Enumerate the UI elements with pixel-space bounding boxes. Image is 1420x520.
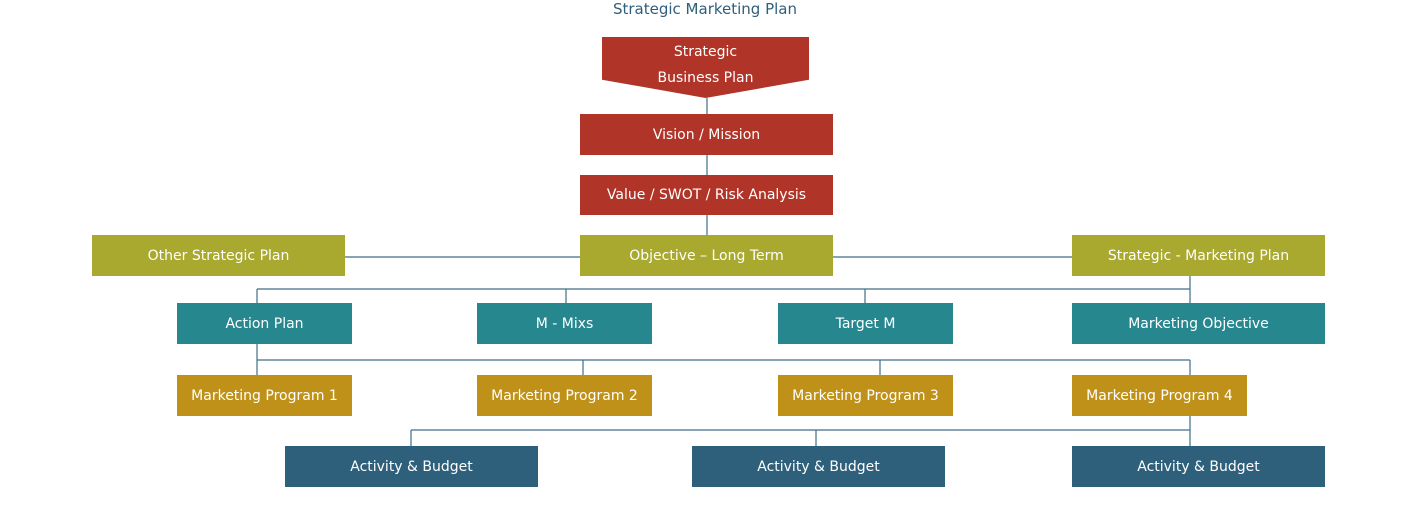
node-label: Strategic [673, 44, 738, 60]
node-activity-budget-3: Activity & Budget [1072, 446, 1325, 487]
node-label: Business Plan [657, 70, 754, 86]
node-target-m: Target M [778, 303, 953, 344]
node-action-plan: Action Plan [177, 303, 352, 344]
diagram-title: Strategic Marketing Plan [612, 0, 797, 18]
node-marketing-program-1: Marketing Program 1 [177, 375, 352, 416]
node-objective-long-term: Objective – Long Term [580, 235, 833, 276]
node-marketing-program-3: Marketing Program 3 [778, 375, 953, 416]
node-m-mixs: M - Mixs [477, 303, 652, 344]
node-other-strategic-plan: Other Strategic Plan [92, 235, 345, 276]
node-marketing-program-2: Marketing Program 2 [477, 375, 652, 416]
node-marketing-program-4: Marketing Program 4 [1072, 375, 1247, 416]
node-value-swot: Value / SWOT / Risk Analysis [580, 175, 833, 215]
node-vision-mission: Vision / Mission [580, 114, 833, 155]
node-strategic-marketing-plan: Strategic - Marketing Plan [1072, 235, 1325, 276]
node-marketing-objective: Marketing Objective [1072, 303, 1325, 344]
node-activity-budget-1: Activity & Budget [285, 446, 538, 487]
node-activity-budget-2: Activity & Budget [692, 446, 945, 487]
